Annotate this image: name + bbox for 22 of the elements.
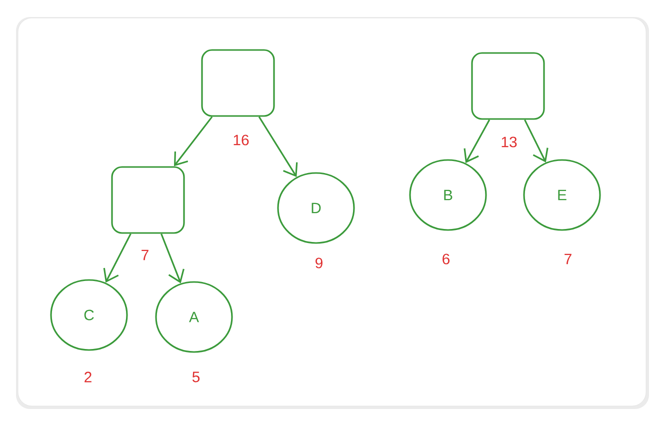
arrow [174, 116, 213, 166]
weight-label: 6 [442, 254, 450, 264]
weight-label: 13 [502, 136, 517, 148]
weight-label: 9 [316, 258, 322, 268]
circle-node: C [50, 279, 128, 351]
circle-node: E [523, 159, 601, 231]
arrow [464, 119, 490, 164]
weight-label: 16 [234, 134, 249, 146]
weight-label: 7 [564, 254, 572, 264]
arrow [103, 233, 132, 283]
arrow [160, 234, 184, 284]
circle-node: A [155, 281, 233, 353]
arrow [524, 119, 548, 162]
box-node [471, 52, 545, 120]
weight-label: 2 [84, 372, 92, 382]
weight-label: 7 [142, 250, 148, 260]
circle-node: B [409, 159, 487, 231]
arrow [258, 116, 298, 177]
box-node [201, 49, 275, 117]
box-node [111, 166, 185, 234]
weight-label: 5 [192, 372, 200, 382]
circle-node: D [277, 172, 355, 244]
